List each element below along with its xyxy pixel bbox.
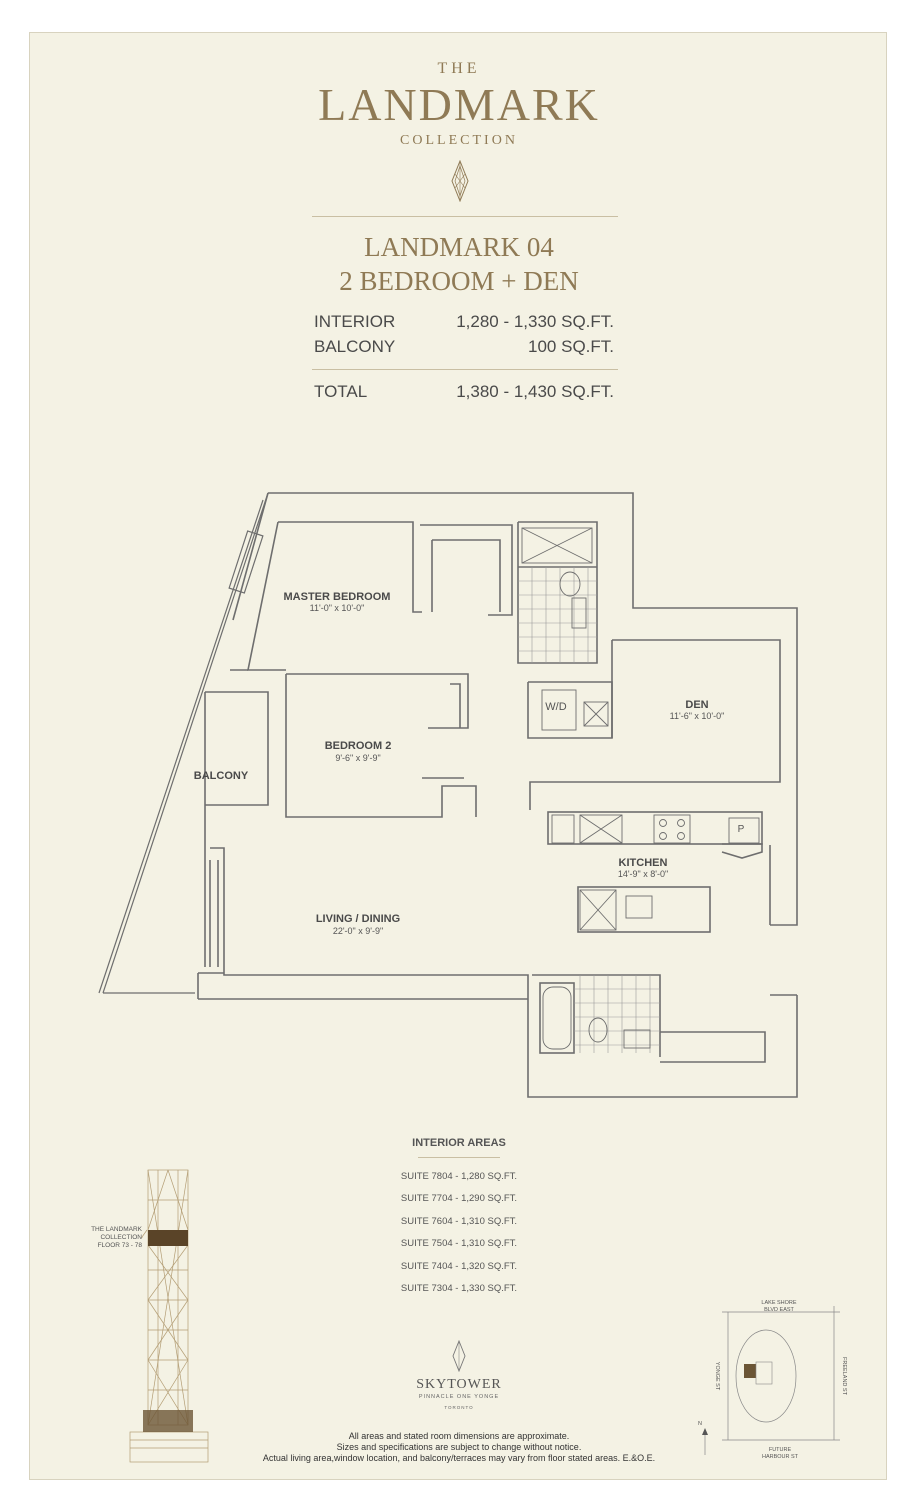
interior-label: INTERIOR [314, 312, 396, 331]
kitchen-label: KITCHEN [619, 857, 668, 869]
balcony-railing [98, 492, 269, 994]
disclaimer-line: All areas and stated room dimensions are… [348, 1431, 570, 1441]
suite-area-row: SUITE 7504 - 1,310 SQ.FT. [400, 1238, 518, 1249]
map-north: N [698, 1421, 702, 1427]
areas-divider [418, 1157, 500, 1158]
brand-the: THE [437, 60, 481, 77]
washer-dryer-label: W/D [545, 701, 566, 713]
tower-note-line: COLLECTION [100, 1234, 142, 1241]
brand-collection: COLLECTION [400, 133, 518, 148]
suite-area-row: SUITE 7804 - 1,280 SQ.FT. [400, 1171, 518, 1182]
map-freeland: FREELAND ST [841, 1357, 847, 1396]
map-harbour-1: FUTURE [769, 1447, 792, 1453]
skytower-city: TORONTO [444, 1405, 474, 1410]
pantry-label: P [738, 824, 745, 835]
map-lakeshore-2: BLVD EAST [764, 1307, 794, 1313]
suite-area-row: SUITE 7604 - 1,310 SQ.FT. [400, 1216, 518, 1227]
unit-type: 2 BEDROOM + DEN [339, 266, 579, 296]
brand-title: LANDMARK [318, 79, 600, 130]
tower-note-line: FLOOR 73 - 78 [97, 1242, 142, 1249]
skytower-subtitle: PINNACLE ONE YONGE [418, 1394, 500, 1400]
interior-value: 1,280 - 1,330 SQ.FT. [456, 312, 614, 331]
den-dim: 11'-6" x 10'-0" [670, 711, 725, 721]
tile-pattern [518, 567, 660, 1053]
suite-area-row: SUITE 7704 - 1,290 SQ.FT. [400, 1193, 518, 1204]
total-value: 1,380 - 1,430 SQ.FT. [456, 382, 614, 401]
bedroom2-dim: 9'-6" x 9'-9" [335, 753, 380, 763]
tower-floor-note: THE LANDMARK COLLECTION FLOOR 73 - 78 [52, 1226, 142, 1250]
tower-note-line: THE LANDMARK [91, 1226, 142, 1233]
tower-base [143, 1410, 193, 1432]
landmark-emblem-icon [451, 160, 469, 202]
den-label: DEN [685, 699, 708, 711]
skytower-logo-text: SKYTOWER [416, 1377, 502, 1392]
skytower-emblem-icon [452, 1340, 466, 1372]
balcony-label: BALCONY [314, 337, 396, 356]
map-harbour-2: HARBOUR ST [762, 1454, 799, 1460]
interior-areas-title: INTERIOR AREAS [412, 1137, 506, 1149]
floor-plan-walls [197, 492, 798, 1098]
master-bedroom-dim: 11'-0" x 10'-0" [310, 603, 365, 613]
map-lakeshore-1: LAKE SHORE [761, 1300, 796, 1306]
unit-name: LANDMARK 04 [364, 232, 554, 262]
master-bedroom-label: MASTER BEDROOM [284, 591, 391, 603]
header-divider [312, 216, 618, 217]
suite-area-row: SUITE 7404 - 1,320 SQ.FT. [400, 1261, 518, 1272]
suite-area-row: SUITE 7304 - 1,330 SQ.FT. [400, 1283, 518, 1294]
disclaimer-line: Actual living area,window location, and … [262, 1453, 656, 1463]
bedroom2-label: BEDROOM 2 [325, 740, 392, 752]
fixtures [521, 527, 691, 1050]
balcony-label-plan: BALCONY [194, 770, 249, 782]
pantry-box [728, 817, 760, 844]
total-divider [312, 369, 618, 370]
balcony-value: 100 SQ.FT. [528, 337, 614, 356]
map-yonge: YONGE ST [714, 1362, 720, 1391]
total-label: TOTAL [314, 382, 368, 401]
kitchen-dim: 14'-9" x 8'-0" [618, 869, 668, 879]
living-dining-label: LIVING / DINING [316, 913, 400, 925]
living-dining-dim: 22'-0" x 9'-9" [333, 926, 383, 936]
landmark-floors-highlight [148, 1230, 188, 1246]
disclaimer-line: Sizes and specifications are subject to … [336, 1442, 582, 1452]
